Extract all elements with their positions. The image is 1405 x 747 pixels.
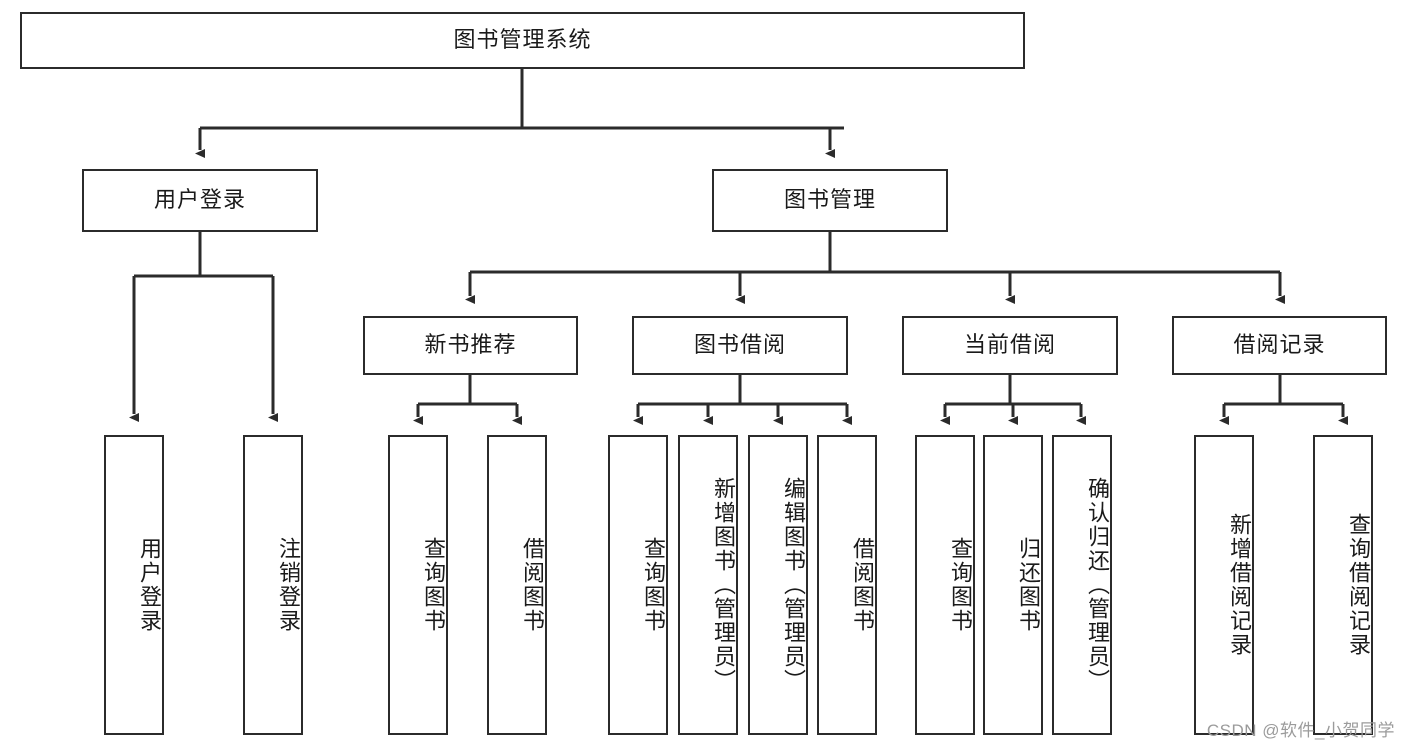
node-leaf-query-borrow-record-label: 查询借阅记录 bbox=[1346, 513, 1371, 657]
node-leaf-user-login-label: 用户登录 bbox=[137, 537, 162, 633]
node-book-borrow-label: 图书借阅 bbox=[693, 332, 786, 358]
node-borrow-record[interactable]: 借阅记录 bbox=[1172, 316, 1387, 375]
node-leaf-user-login[interactable]: 用户登录 bbox=[104, 435, 164, 735]
node-leaf-borrow-book-rec[interactable]: 借阅图书 bbox=[487, 435, 547, 735]
node-current-borrow-label: 当前借阅 bbox=[963, 332, 1056, 358]
node-leaf-add-book-admin[interactable]: 新增图书（管理员） bbox=[678, 435, 738, 735]
node-book-borrow[interactable]: 图书借阅 bbox=[632, 316, 848, 375]
node-root[interactable]: 图书管理系统 bbox=[20, 12, 1025, 69]
node-current-borrow[interactable]: 当前借阅 bbox=[902, 316, 1118, 375]
node-new-book-rec-label: 新书推荐 bbox=[424, 332, 517, 358]
node-leaf-add-book-admin-label: 新增图书（管理员） bbox=[711, 477, 736, 693]
node-book-manage[interactable]: 图书管理 bbox=[712, 169, 948, 232]
node-user-login[interactable]: 用户登录 bbox=[82, 169, 318, 232]
node-leaf-confirm-return-admin-label: 确认归还（管理员） bbox=[1085, 477, 1110, 693]
node-leaf-borrow-book-rec-label: 借阅图书 bbox=[520, 537, 545, 633]
node-leaf-user-logout-label: 注销登录 bbox=[276, 537, 301, 633]
node-leaf-add-borrow-record-label: 新增借阅记录 bbox=[1227, 513, 1252, 657]
node-leaf-query-book-borrow-label: 查询图书 bbox=[641, 537, 666, 633]
node-root-label: 图书管理系统 bbox=[453, 27, 592, 53]
node-leaf-borrow-book[interactable]: 借阅图书 bbox=[817, 435, 877, 735]
node-new-book-rec[interactable]: 新书推荐 bbox=[363, 316, 578, 375]
node-leaf-edit-book-admin[interactable]: 编辑图书（管理员） bbox=[748, 435, 808, 735]
node-leaf-query-borrow-record[interactable]: 查询借阅记录 bbox=[1313, 435, 1373, 735]
node-leaf-return-book-label: 归还图书 bbox=[1016, 537, 1041, 633]
node-leaf-query-book-rec-label: 查询图书 bbox=[421, 537, 446, 633]
node-leaf-user-logout[interactable]: 注销登录 bbox=[243, 435, 303, 735]
node-leaf-query-book-current[interactable]: 查询图书 bbox=[915, 435, 975, 735]
node-leaf-query-book-borrow[interactable]: 查询图书 bbox=[608, 435, 668, 735]
node-leaf-borrow-book-label: 借阅图书 bbox=[850, 537, 875, 633]
node-leaf-edit-book-admin-label: 编辑图书（管理员） bbox=[781, 477, 806, 693]
node-borrow-record-label: 借阅记录 bbox=[1233, 332, 1326, 358]
node-book-manage-label: 图书管理 bbox=[783, 187, 876, 213]
node-leaf-return-book[interactable]: 归还图书 bbox=[983, 435, 1043, 735]
node-leaf-query-book-current-label: 查询图书 bbox=[948, 537, 973, 633]
node-leaf-confirm-return-admin[interactable]: 确认归还（管理员） bbox=[1052, 435, 1112, 735]
node-user-login-label: 用户登录 bbox=[153, 187, 246, 213]
node-leaf-add-borrow-record[interactable]: 新增借阅记录 bbox=[1194, 435, 1254, 735]
node-leaf-query-book-rec[interactable]: 查询图书 bbox=[388, 435, 448, 735]
